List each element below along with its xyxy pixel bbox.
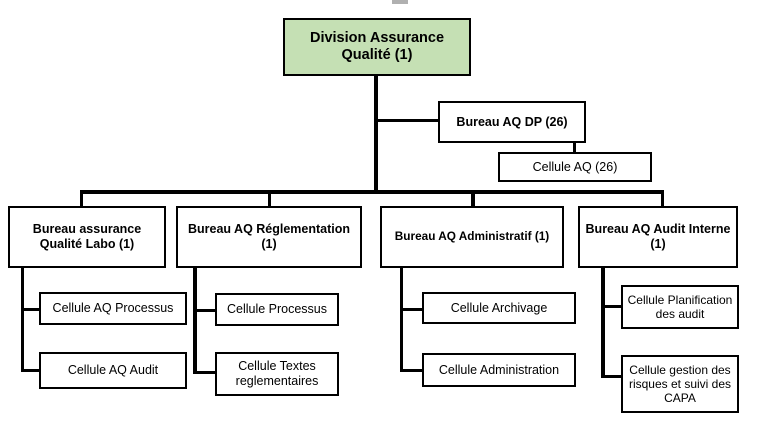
connector-labo-stem: [21, 268, 24, 372]
node-label: Cellule AQ (26): [532, 159, 618, 174]
connector-root-to-aq-dp: [374, 119, 440, 122]
node-cellule-aq-audit: Cellule AQ Audit: [39, 352, 187, 389]
node-label: Bureau AQ Administratif (1): [394, 229, 550, 244]
node-label: Bureau assurance Qualité Labo (1): [32, 222, 142, 251]
node-cellule-planification-des-audit: Cellule Planification des audit: [621, 285, 739, 329]
node-label: Cellule Administration: [438, 362, 560, 377]
node-label: Cellule gestion des risques et suivi des…: [628, 362, 732, 406]
connector-labo-to-processus: [21, 308, 41, 311]
connector-audit-to-gestion-risques: [601, 375, 623, 378]
node-label: Bureau AQ Audit Interne (1): [585, 222, 731, 251]
connector-drop-administratif: [471, 190, 475, 206]
connector-reglementation-to-processus: [193, 309, 217, 312]
connector-main-bus: [80, 190, 664, 194]
connector-drop-labo: [80, 190, 83, 206]
node-cellule-processus: Cellule Processus: [215, 293, 339, 326]
node-cellule-archivage: Cellule Archivage: [422, 292, 576, 324]
node-cellule-administration: Cellule Administration: [422, 353, 576, 387]
connector-reglementation-stem: [193, 268, 197, 374]
node-label: Bureau AQ DP (26): [456, 114, 568, 129]
node-label: Cellule Planification des audit: [627, 292, 733, 321]
connector-aq-dp-to-cellule-aq: [573, 143, 576, 152]
node-bureau-aq-reglementation: Bureau AQ Réglementation (1): [176, 206, 362, 268]
connector-administratif-to-archivage: [400, 308, 424, 311]
node-label: Cellule Processus: [226, 302, 328, 317]
connector-audit-interne-stem: [601, 268, 605, 378]
connector-reglementation-to-textes: [193, 371, 217, 374]
node-label: Cellule AQ Processus: [52, 301, 174, 316]
node-division-assurance-qualite: Division Assurance Qualité (1): [283, 18, 471, 76]
node-label: Bureau AQ Réglementation (1): [187, 222, 351, 251]
node-bureau-assurance-qualite-labo: Bureau assurance Qualité Labo (1): [8, 206, 166, 268]
node-bureau-aq-administratif: Bureau AQ Administratif (1): [380, 206, 564, 268]
node-cellule-aq-processus: Cellule AQ Processus: [39, 292, 187, 325]
node-label: Cellule Textes reglementaires: [235, 359, 319, 388]
connector-labo-to-audit: [21, 369, 41, 372]
node-label: Division Assurance Qualité (1): [309, 29, 445, 63]
node-bureau-aq-audit-interne: Bureau AQ Audit Interne (1): [578, 206, 738, 268]
connector-administratif-to-administration: [400, 369, 424, 372]
connector-administratif-stem: [400, 268, 403, 372]
node-label: Cellule AQ Audit: [67, 363, 159, 378]
node-cellule-aq: Cellule AQ (26): [498, 152, 652, 182]
top-crop-artifact: [392, 0, 408, 4]
node-label: Cellule Archivage: [450, 300, 548, 315]
connector-root-trunk: [374, 76, 378, 192]
connector-drop-reglementation: [268, 190, 271, 206]
node-cellule-gestion-risques-capa: Cellule gestion des risques et suivi des…: [621, 355, 739, 413]
connector-audit-to-planification: [601, 305, 623, 308]
node-cellule-textes-reglementaires: Cellule Textes reglementaires: [215, 352, 339, 396]
connector-drop-audit-interne: [661, 190, 664, 206]
node-bureau-aq-dp: Bureau AQ DP (26): [438, 101, 586, 143]
